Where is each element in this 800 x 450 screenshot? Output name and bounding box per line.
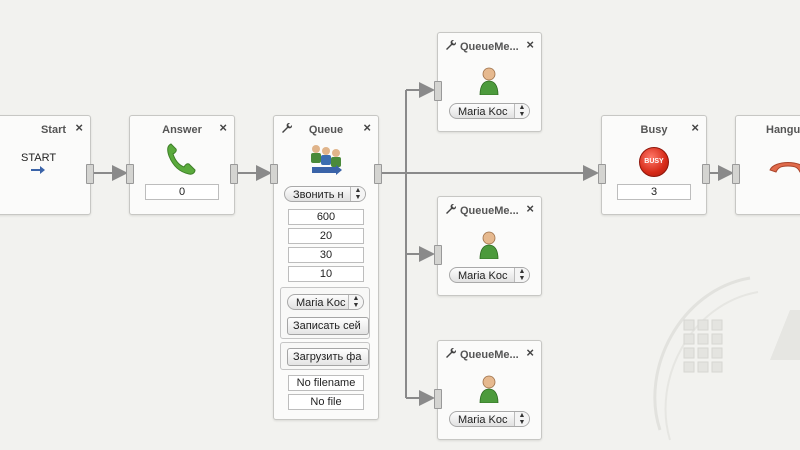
queue-member-node-1[interactable]: QueueMe... × Maria Koc ▲▼ — [434, 32, 542, 132]
person-icon — [479, 231, 499, 259]
member-select-value: Maria Koc — [458, 414, 508, 426]
queue-field-4[interactable]: 10 — [288, 266, 364, 282]
answer-node[interactable]: Answer × 0 — [126, 115, 238, 215]
close-icon[interactable]: × — [75, 120, 83, 135]
node-title: Start — [40, 124, 67, 136]
queue-node[interactable]: Queue × Звонить н ▲▼ 600 20 30 10 Maria … — [270, 115, 382, 420]
select-arrows-icon: ▲▼ — [514, 268, 529, 282]
close-icon[interactable]: × — [526, 345, 534, 360]
close-icon[interactable]: × — [363, 120, 371, 135]
select-arrows-icon: ▲▼ — [348, 295, 363, 309]
queue-field-2[interactable]: 20 — [288, 228, 364, 244]
member-select-value: Maria Koc — [296, 297, 346, 309]
close-icon[interactable]: × — [526, 201, 534, 216]
queue-member-node-2[interactable]: QueueMe... × Maria Koc ▲▼ — [434, 196, 542, 296]
queue-field-3[interactable]: 30 — [288, 247, 364, 263]
close-icon[interactable]: × — [691, 120, 699, 135]
upload-group: Загрузить фа — [280, 342, 370, 370]
wrench-icon[interactable] — [445, 39, 457, 51]
upload-button[interactable]: Загрузить фа — [287, 348, 369, 366]
queue-people-icon — [311, 145, 342, 175]
output-port[interactable] — [86, 164, 94, 184]
busy-value-field[interactable]: 3 — [617, 184, 691, 200]
input-port[interactable] — [434, 389, 442, 409]
node-title: Queue — [308, 124, 344, 136]
output-port[interactable] — [374, 164, 382, 184]
select-arrows-icon: ▲▼ — [514, 104, 529, 118]
filename-field: No filename — [288, 375, 364, 391]
member-select[interactable]: Maria Koc ▲▼ — [287, 294, 364, 310]
wrench-icon[interactable] — [445, 203, 457, 215]
start-node[interactable]: Start × START — [0, 115, 94, 215]
busy-node[interactable]: Busy × BUSY 3 — [598, 115, 710, 215]
person-icon — [479, 375, 499, 403]
input-port[interactable] — [732, 164, 740, 184]
wrench-icon[interactable] — [445, 347, 457, 359]
strategy-select-value: Звонить н — [293, 189, 344, 201]
member-select-value: Maria Koc — [458, 270, 508, 282]
strategy-select[interactable]: Звонить н ▲▼ — [284, 186, 366, 202]
start-label: START — [21, 152, 57, 164]
save-button[interactable]: Записать сей — [287, 317, 369, 335]
input-port[interactable] — [126, 164, 134, 184]
select-arrows-icon: ▲▼ — [514, 412, 529, 426]
node-title: Answer — [162, 124, 202, 136]
input-port[interactable] — [434, 245, 442, 265]
input-port[interactable] — [434, 81, 442, 101]
phone-red-icon — [769, 162, 800, 173]
node-title: QueueMe... — [460, 205, 519, 217]
watermark-logo — [653, 276, 800, 441]
person-icon — [479, 67, 499, 95]
member-select[interactable]: Maria Koc ▲▼ — [449, 103, 530, 119]
node-title: Hangu — [766, 124, 800, 136]
output-port[interactable] — [230, 164, 238, 184]
close-icon[interactable]: × — [526, 37, 534, 52]
member-group: Maria Koc ▲▼ Записать сей — [280, 287, 370, 339]
node-title: QueueMe... — [460, 349, 519, 361]
queue-member-node-3[interactable]: QueueMe... × Maria Koc ▲▼ — [434, 340, 542, 440]
input-port[interactable] — [270, 164, 278, 184]
close-icon[interactable]: × — [219, 120, 227, 135]
member-select[interactable]: Maria Koc ▲▼ — [449, 267, 530, 283]
member-select-value: Maria Koc — [458, 106, 508, 118]
output-port[interactable] — [702, 164, 710, 184]
wrench-icon[interactable] — [281, 122, 293, 134]
file-field: No file — [288, 394, 364, 410]
member-select[interactable]: Maria Koc ▲▼ — [449, 411, 530, 427]
phone-green-icon — [167, 143, 196, 175]
queue-field-1[interactable]: 600 — [288, 209, 364, 225]
input-port[interactable] — [598, 164, 606, 184]
select-arrows-icon: ▲▼ — [350, 187, 365, 201]
node-title: QueueMe... — [460, 41, 519, 53]
hangup-node[interactable]: Hangu — [732, 115, 800, 215]
busy-red-button-icon: BUSY — [639, 147, 669, 177]
arrow-right-icon — [31, 166, 45, 174]
node-title: Busy — [640, 124, 668, 136]
answer-value-field[interactable]: 0 — [145, 184, 219, 200]
